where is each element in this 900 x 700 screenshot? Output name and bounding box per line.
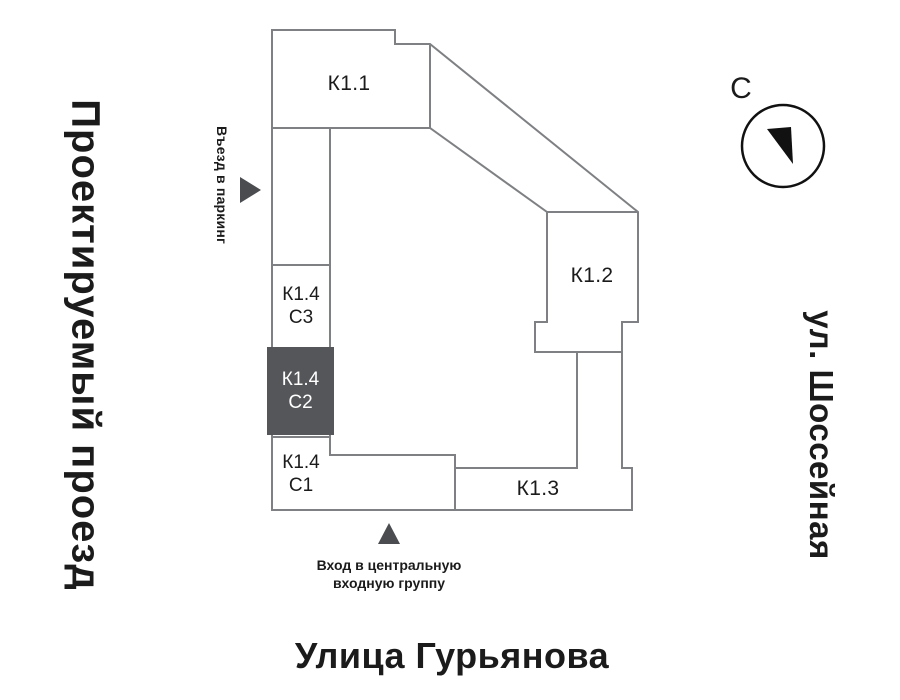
- section-label-line: С2: [288, 392, 313, 413]
- street-label-guryanova: Улица Гурьянова: [294, 635, 610, 676]
- street-label-proektiruemy-proezd: Проектируемый проезд: [63, 99, 108, 591]
- section-label-line: С3: [288, 307, 314, 328]
- main-entrance-label: Вход в центральную входную группу: [317, 556, 462, 592]
- section-label-line: К1.4: [281, 369, 320, 390]
- internal-dividers: [272, 44, 638, 510]
- building-label-k1-2[interactable]: К1.2: [570, 264, 614, 287]
- building-section-k1-4-c3[interactable]: К1.4 С3: [272, 265, 330, 347]
- main-entrance-label-line: входную группу: [332, 575, 446, 591]
- parking-entrance-arrow-icon: [240, 177, 261, 203]
- compass-circle: [740, 103, 826, 189]
- section-label-line: С1: [288, 474, 314, 496]
- section-label-line: К1.4: [282, 451, 320, 473]
- main-entrance-arrow-icon: [378, 523, 400, 544]
- building-label-k1-1[interactable]: К1.1: [327, 72, 371, 95]
- courtyard-outline: [329, 127, 578, 469]
- parking-entrance-label: Въезд в паркинг: [214, 125, 230, 245]
- section-label-line: К1.4: [282, 284, 320, 305]
- building-section-k1-4-c2-selected[interactable]: К1.4 С2: [267, 347, 334, 435]
- main-entrance-label-line: Вход в центральную: [316, 557, 462, 573]
- compass-needle-icon: [767, 127, 793, 164]
- street-label-shosseynaya: ул. Шоссейная: [803, 310, 840, 560]
- building-outer-outline: [271, 29, 639, 511]
- compass-north-label: С: [730, 72, 752, 105]
- building-label-k1-3[interactable]: К1.3: [516, 477, 560, 500]
- building-section-k1-4-c1[interactable]: К1.4 С1: [272, 437, 330, 510]
